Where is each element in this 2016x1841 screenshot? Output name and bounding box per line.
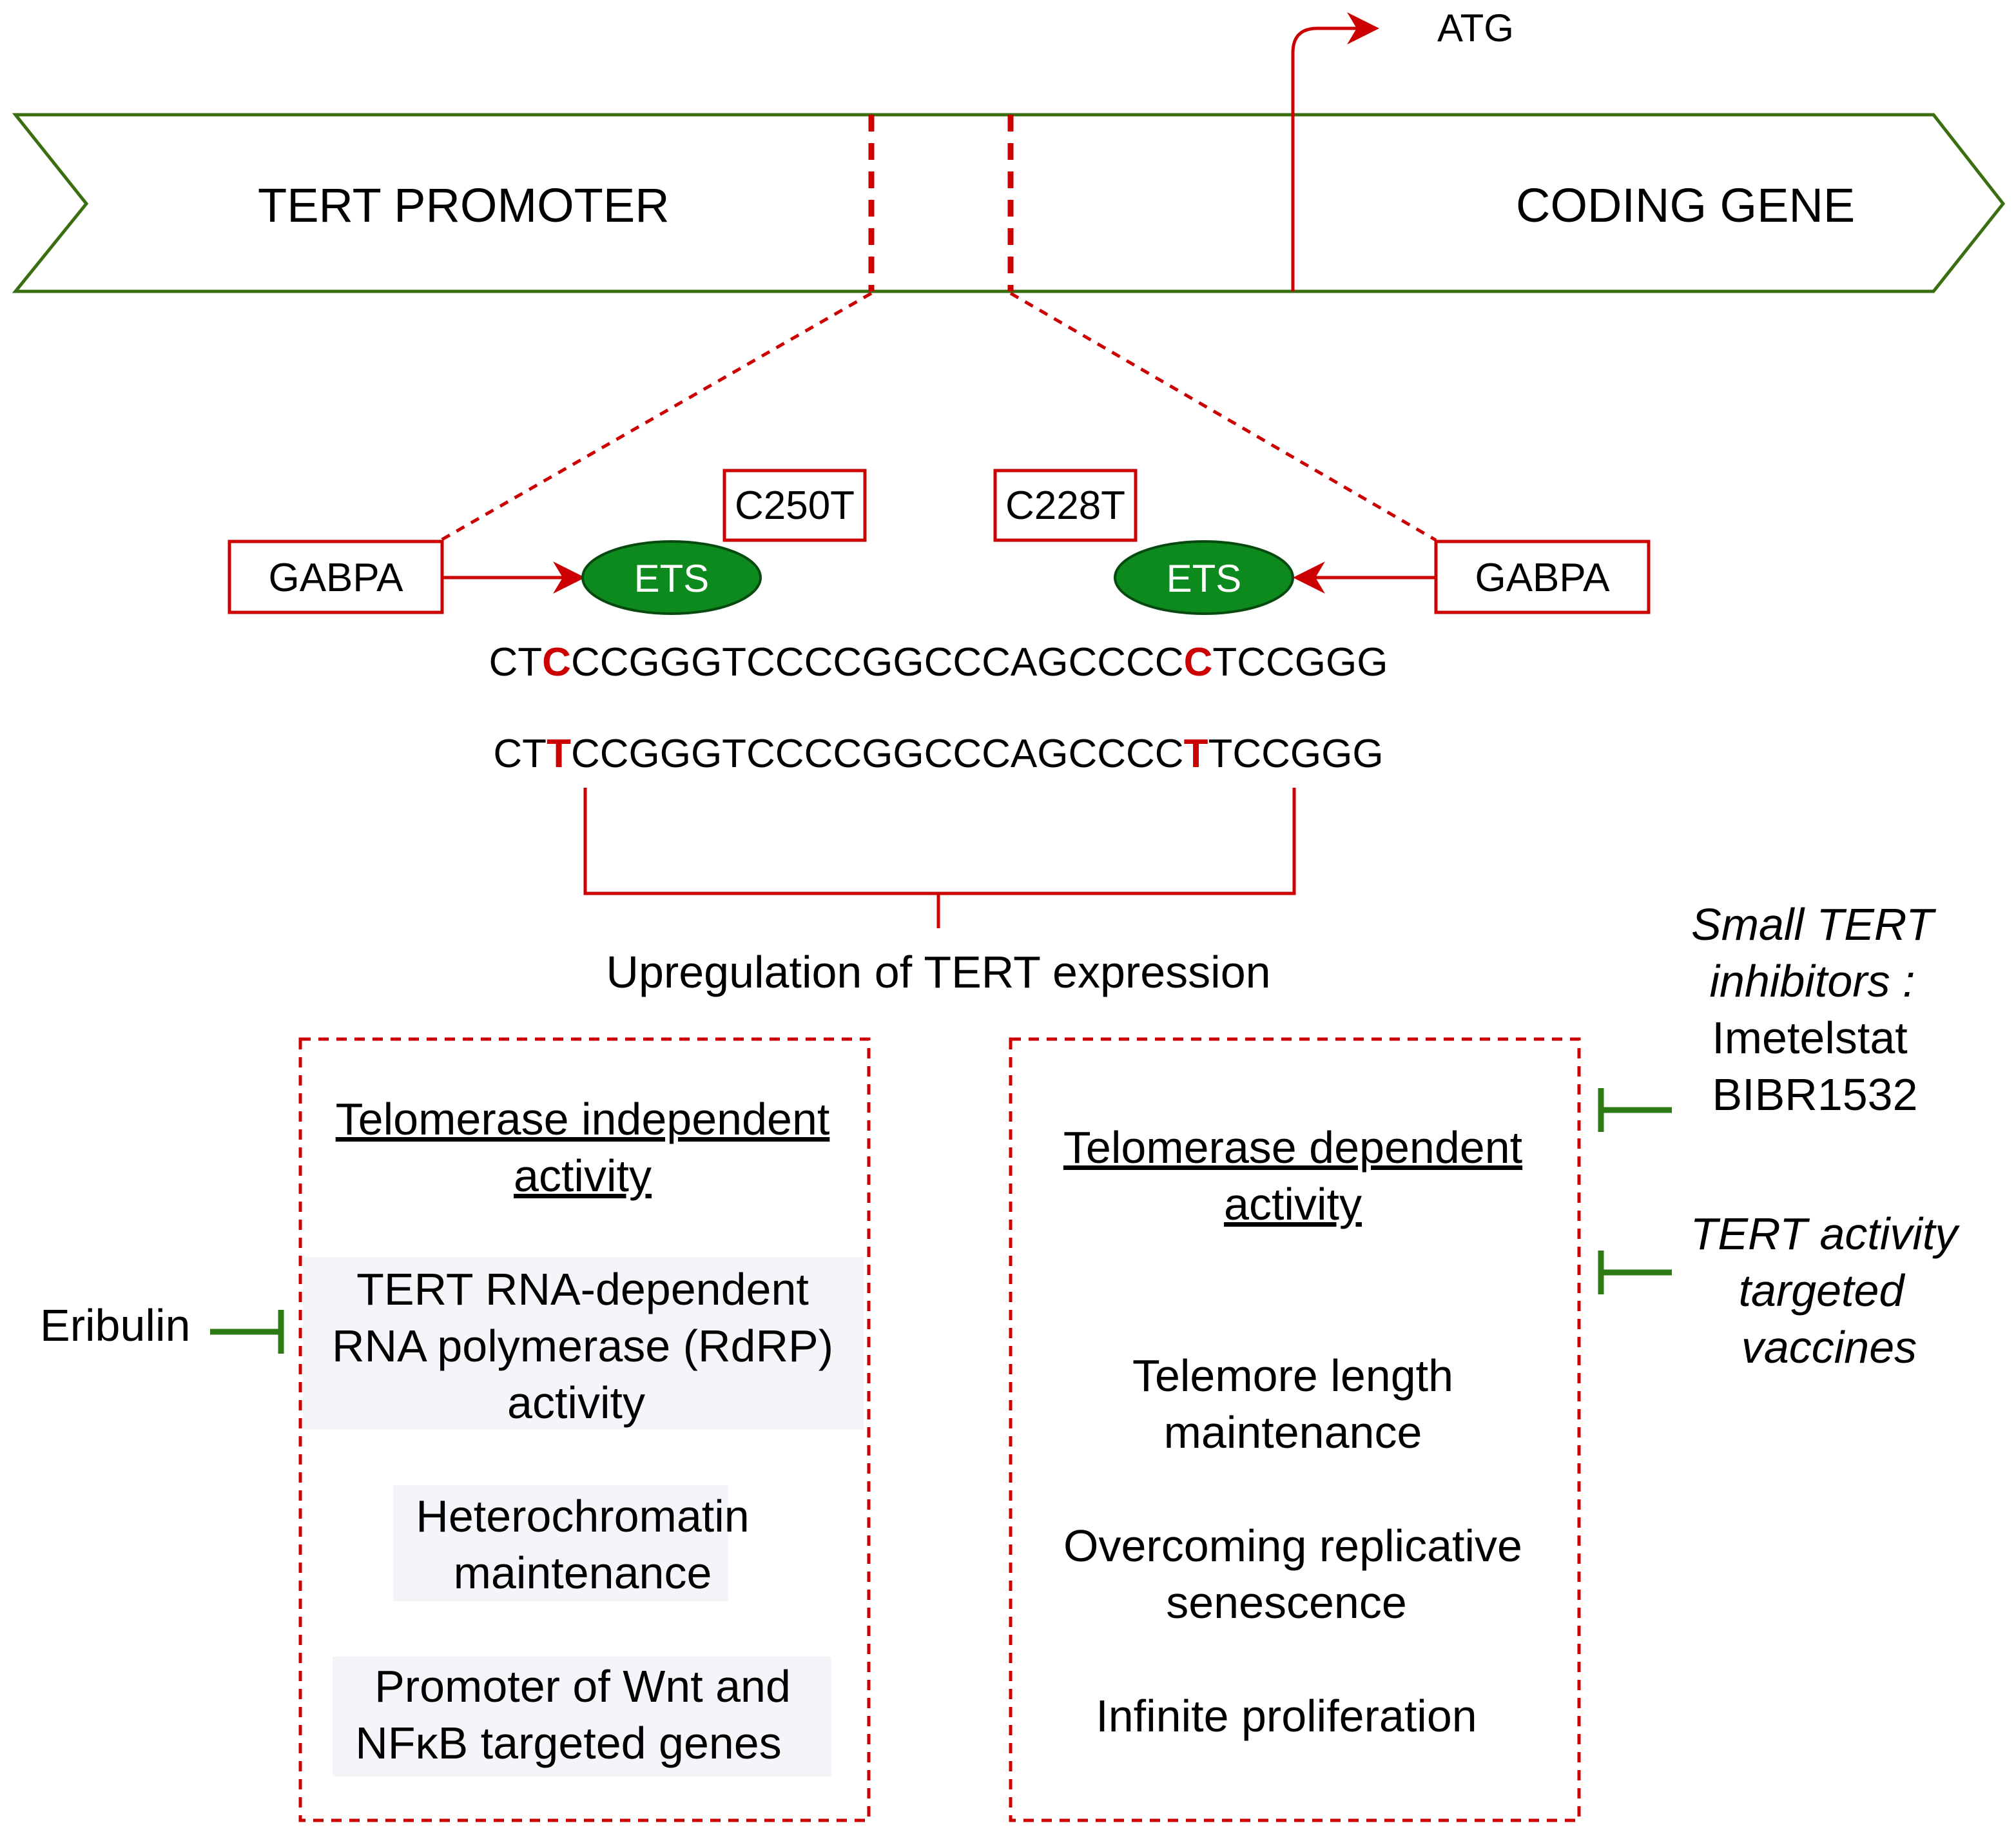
wild-type-mut2: C (1184, 640, 1213, 685)
vaccines-inhibition-symbol (1598, 1251, 1672, 1294)
ets-left-label: ETS (634, 557, 710, 600)
infinite-proliferation: Infinite proliferation (1096, 1691, 1477, 1741)
independent-title-line2: activity (514, 1151, 652, 1201)
senescence-line2: senescence (1166, 1577, 1407, 1628)
dependent-title-line1: Telomerase dependent (1063, 1122, 1522, 1173)
ets-left (581, 540, 762, 615)
outcome-label: Upregulation of TERT expression (606, 947, 1270, 997)
wnt-shade (333, 1657, 831, 1777)
wild-type-mut1: C (542, 640, 571, 685)
telomere-length-line2: maintenance (1164, 1407, 1422, 1457)
vaccines-line1: TERT activity (1691, 1209, 1961, 1259)
independent-activity-box (298, 1037, 871, 1822)
wild-type-sequence: CTCCCGGGTCCCCGGCCCAGCCCCCTCCGGG (489, 640, 1388, 685)
gabpa-box-right (1434, 540, 1651, 614)
mutant-sequence: CTTCCGGGTCCCCGGCCCAGCCCCTTCCGGG (493, 732, 1383, 776)
transcription-start-arrow (1291, 12, 1379, 291)
bibr1532-label: BIBR1532 (1712, 1069, 1917, 1120)
eribulin-inhibition-symbol (210, 1310, 284, 1354)
ets-right (1114, 540, 1294, 615)
gabpa-left-label: GABPA (268, 556, 403, 600)
sequence-bracket (583, 788, 1296, 928)
dependent-title-line2: activity (1224, 1179, 1362, 1229)
vaccines-line3: vaccines (1741, 1322, 1917, 1372)
ets-right-label: ETS (1167, 557, 1242, 600)
small-inhibitors-line1: Small TERT (1691, 899, 1936, 950)
atg-label: ATG (1437, 6, 1514, 50)
heterochromatin-line1: Heterochromatin (416, 1491, 749, 1541)
c228t-box (993, 469, 1138, 542)
eribulin-label: Eribulin (40, 1300, 190, 1350)
zoom-line-right (1009, 291, 1437, 542)
promoter-label: TERT PROMOTER (258, 179, 670, 232)
rdrp-line1: TERT RNA-dependent (356, 1264, 809, 1314)
wnt-line1: Promoter of Wnt and (374, 1661, 791, 1711)
small-inhibitors-inhibition-symbol (1598, 1088, 1672, 1132)
c250t-box (722, 469, 867, 542)
mutant-mut1: T (547, 732, 571, 776)
small-inhibitors-line2: inhibitors : (1709, 956, 1915, 1006)
imetelstat-label: Imetelstat (1712, 1013, 1907, 1063)
rdrp-line3: activity (507, 1378, 645, 1428)
senescence-line1: Overcoming replicative (1063, 1521, 1522, 1571)
vaccines-line2: targeted (1739, 1265, 1906, 1316)
heterochromatin-shade (393, 1485, 728, 1601)
rdrp-line2: RNA polymerase (RdRP) (332, 1321, 833, 1371)
dependent-activity-box (1009, 1037, 1581, 1822)
telomere-length-line1: Telemore length (1132, 1350, 1453, 1401)
wnt-line2: NFκB targeted genes (355, 1718, 781, 1768)
coding-gene-label: CODING GENE (1516, 179, 1855, 232)
heterochromatin-line2: maintenance (454, 1548, 712, 1598)
c250t-label: C250T (735, 483, 855, 528)
c228t-label: C228T (1005, 483, 1125, 528)
mutant-mut2: T (1184, 732, 1208, 776)
gabpa-right-label: GABPA (1475, 556, 1610, 600)
rdrp-shade (303, 1257, 864, 1430)
independent-title-line1: Telomerase independent (336, 1094, 830, 1144)
